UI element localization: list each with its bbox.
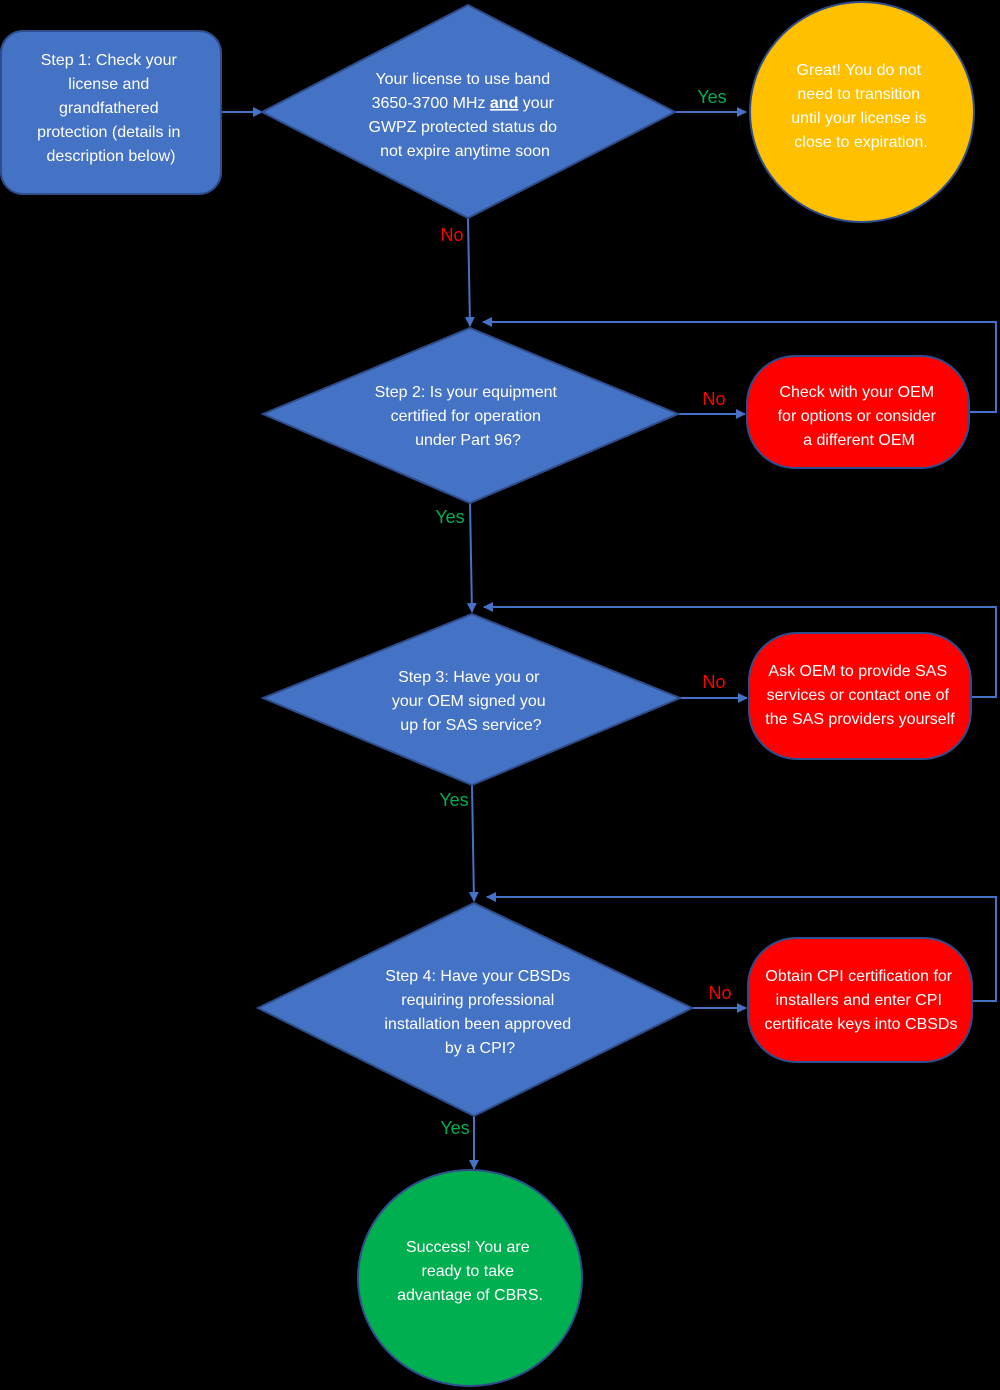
decision1-shape [259, 3, 678, 220]
action4-line: installers and enter CPI [776, 992, 942, 1009]
great-circle-shape [749, 1, 975, 223]
great-text: Great! You do not need to transition unt… [791, 62, 931, 151]
decision3-diamond: Step 3: Have you or your OEM signed you … [260, 612, 683, 787]
great-line: need to transition [797, 86, 920, 103]
step1-process-box: Step 1: Check your license and grandfath… [0, 30, 222, 195]
success-terminal: Success! You are ready to take advantage… [357, 1169, 583, 1387]
success-line: ready to take [422, 1263, 515, 1280]
decision4-diamond: Step 4: Have your CBSDs requiring profes… [255, 901, 695, 1118]
decision1-line-part: 3650-3700 MHz [372, 95, 490, 112]
arrow-action4-loop-back [486, 892, 997, 1002]
action2-line: a different OEM [803, 432, 915, 449]
action3-line: Ask OEM to provide SAS [768, 663, 947, 680]
connectors [221, 107, 997, 1170]
success-circle-shape [357, 1169, 583, 1387]
decision2-line: certified for operation [391, 408, 541, 425]
decision1-line: not expire anytime soon [380, 143, 550, 160]
label-no-decision4: No [708, 983, 731, 1003]
decision2-line: under Part 96? [415, 432, 521, 449]
success-line: Success! You are [406, 1239, 530, 1256]
label-no-decision2: No [702, 389, 725, 409]
step1-box-shape [0, 30, 222, 195]
decision1-line: 3650-3700 MHz and your [372, 95, 555, 112]
decision3-line: up for SAS service? [400, 717, 542, 734]
decision4-line: by a CPI? [445, 1040, 515, 1057]
success-line: advantage of CBRS. [397, 1287, 543, 1304]
great-line: until your license is [791, 110, 926, 127]
arrow-decision3-to-decision4 [468, 784, 479, 902]
action3-line: the SAS providers yourself [765, 711, 955, 728]
decision2-text: Step 2: Is your equipment certified for … [375, 384, 562, 449]
decision3-shape [260, 612, 683, 787]
decision1-line-part: your [518, 95, 554, 112]
great-line: close to expiration. [794, 134, 927, 151]
success-text: Success! You are ready to take advantage… [397, 1239, 543, 1304]
decision2-diamond: Step 2: Is your equipment certified for … [260, 326, 681, 505]
action3-box: Ask OEM to provide SAS services or conta… [748, 632, 972, 760]
arrow-decision2-to-decision3 [466, 502, 477, 613]
action3-shape [748, 632, 972, 760]
action2-line: for options or consider [778, 408, 937, 425]
action3-line: services or contact one of [767, 687, 950, 704]
decision3-line: your OEM signed you [392, 693, 546, 710]
step1-line: grandfathered [59, 100, 159, 117]
great-terminal: Great! You do not need to transition unt… [749, 1, 975, 223]
decision1-line: Your license to use band [375, 71, 550, 88]
label-no-decision3: No [702, 672, 725, 692]
decision3-line: Step 3: Have you or [398, 669, 540, 686]
step1-line: description below) [47, 148, 176, 165]
decision4-line: installation been approved [384, 1016, 571, 1033]
action3-text: Ask OEM to provide SAS services or conta… [765, 663, 955, 728]
arrow-decision1-to-decision2 [464, 217, 475, 327]
step1-line: protection (details in [37, 124, 180, 141]
label-yes-decision1: Yes [697, 87, 726, 107]
action4-line: Obtain CPI certification for [765, 968, 952, 985]
decision1-diamond: Your license to use band 3650-3700 MHz a… [259, 3, 678, 220]
action2-text: Check with your OEM for options or consi… [778, 384, 941, 449]
action4-box: Obtain CPI certification for installers … [747, 937, 973, 1063]
decision4-text: Step 4: Have your CBSDs requiring profes… [384, 968, 575, 1057]
decision2-line: Step 2: Is your equipment [375, 384, 558, 401]
action4-text: Obtain CPI certification for installers … [765, 968, 958, 1033]
action2-box: Check with your OEM for options or consi… [746, 355, 970, 469]
step1-line: license and [68, 76, 149, 93]
decision4-line: Step 4: Have your CBSDs [385, 968, 570, 985]
edge-labels: Yes No No Yes No Yes No Yes [435, 87, 731, 1138]
great-line: Great! You do not [797, 62, 922, 79]
action2-shape [746, 355, 970, 469]
decision4-shape [255, 901, 695, 1118]
arrow-action2-loop-back [482, 317, 997, 413]
decision1-line: GWPZ protected status do [369, 119, 558, 136]
label-no-decision1: No [440, 225, 463, 245]
label-yes-decision3: Yes [439, 790, 468, 810]
decision1-emphasis: and [490, 95, 518, 112]
step1-text: Step 1: Check your license and grandfath… [37, 52, 185, 165]
label-yes-decision4: Yes [440, 1118, 469, 1138]
decision4-line: requiring professional [401, 992, 554, 1009]
decision2-shape [260, 326, 681, 505]
arrow-action3-loop-back [483, 602, 997, 698]
decision3-text: Step 3: Have you or your OEM signed you … [392, 669, 550, 734]
label-yes-decision2: Yes [435, 507, 464, 527]
action4-shape [747, 937, 973, 1063]
action4-line: certificate keys into CBSDs [765, 1016, 958, 1033]
decision1-text: Your license to use band 3650-3700 MHz a… [369, 71, 562, 160]
step1-line: Step 1: Check your [41, 52, 178, 69]
action2-line: Check with your OEM [779, 384, 934, 401]
